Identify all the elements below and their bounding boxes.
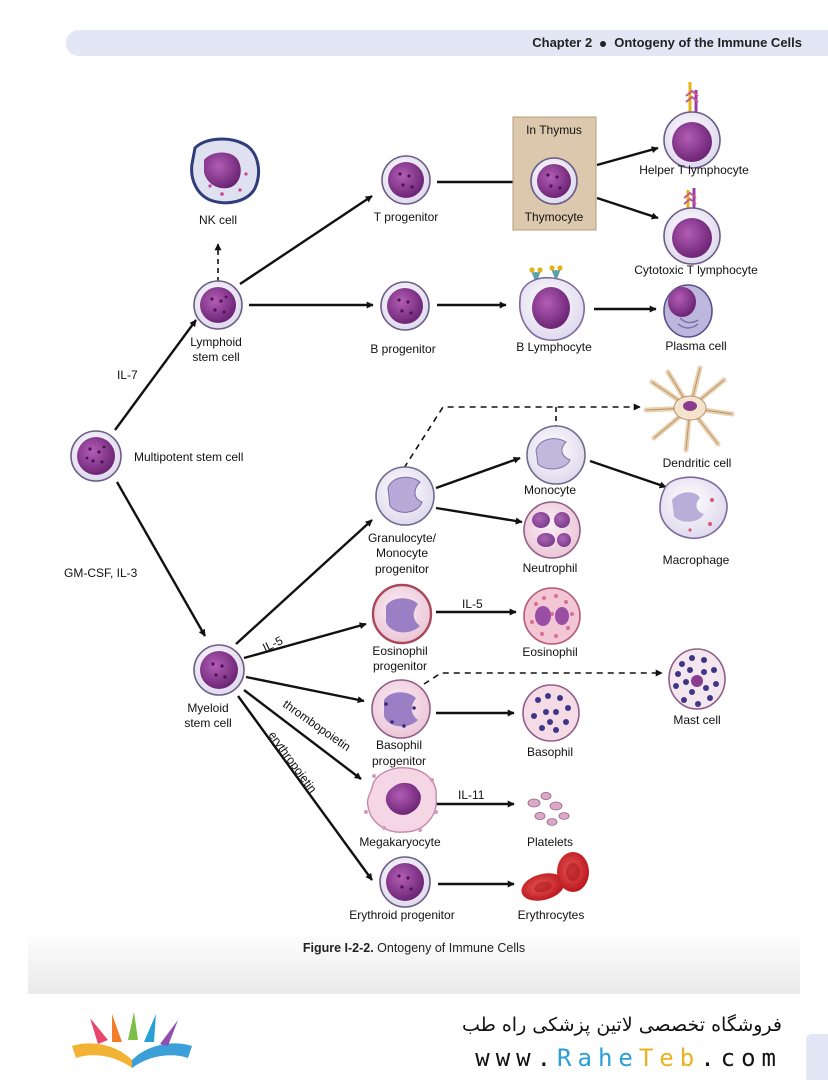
mast-cell-icon <box>668 648 726 710</box>
arrow-monocyte-to-macrophage <box>589 459 667 489</box>
platelets-icon <box>527 792 570 826</box>
myeloid-stem-cell-icon <box>193 644 245 696</box>
nk-cell-label: NK cell <box>199 213 237 227</box>
arrow-gm-to-monocyte <box>435 456 521 490</box>
book-logo-icon <box>72 1012 192 1068</box>
eosinophil-label: Eosinophil <box>522 645 577 659</box>
cytotoxic-t-label: Cytotoxic T lymphocyte <box>634 263 758 277</box>
baso-progenitor-label-line1: Basophil <box>376 738 422 752</box>
arrow-thymocyte-to-cytotoxic <box>596 196 659 220</box>
eosinophil-progenitor-icon <box>371 583 433 645</box>
lymphoid-label-line1: Lymphoid <box>190 335 242 349</box>
macrophage-label: Macrophage <box>663 553 730 567</box>
arrow-thymocyte-to-helper <box>596 146 659 167</box>
arrow-myeloid-to-basophil-progenitor <box>245 675 365 704</box>
platelets-label: Platelets <box>527 835 573 849</box>
il5-eosinophil-label: IL-5 <box>462 597 483 611</box>
b-lymphocyte-label: B Lymphocyte <box>516 340 592 354</box>
neutrophil-icon <box>523 501 581 559</box>
arrows <box>114 146 667 888</box>
multipotent-label: Multipotent stem cell <box>134 450 243 464</box>
arrow-myeloid-to-gm <box>235 519 373 645</box>
t-progenitor-icon <box>381 155 431 205</box>
figure-caption: Figure I-2-2. Ontogeny of Immune Cells <box>0 941 828 955</box>
b-progenitor-label: B progenitor <box>370 342 435 356</box>
dendritic-cell-icon <box>643 365 735 453</box>
arrow-lymphoid-to-t-progenitor <box>239 195 373 285</box>
store-url-rahe: Rahe <box>557 1044 639 1072</box>
plasma-cell-icon <box>663 284 713 338</box>
chapter-header: Chapter 2 Ontogeny of the Immune Cells <box>532 35 802 50</box>
store-name: فروشگاه تخصصی لاتین پزشکی راه طب <box>462 1014 782 1036</box>
erythropoietin-label: erythropoietin <box>266 729 320 796</box>
store-url-suffix: .com <box>700 1044 782 1072</box>
arrow-gm-to-neutrophil <box>435 506 523 525</box>
gm-label-line2: Monocyte <box>376 546 428 560</box>
store-url: www.RaheTeb.com <box>475 1044 782 1072</box>
bullet-icon <box>600 40 607 47</box>
in-thymus-label: In Thymus <box>526 123 582 137</box>
plasma-cell-label: Plasma cell <box>665 339 726 353</box>
mast-cell-label: Mast cell <box>673 713 720 727</box>
monocyte-label: Monocyte <box>524 483 576 497</box>
basophil-label: Basophil <box>527 745 573 759</box>
chapter-title: Ontogeny of the Immune Cells <box>614 35 802 50</box>
neutrophil-label: Neutrophil <box>523 561 578 575</box>
lymphoid-label-line2: stem cell <box>192 350 239 364</box>
multipotent-stem-cell-icon <box>70 430 122 482</box>
nk-cell-icon <box>190 137 261 205</box>
il5-myeloid-label: IL-5 <box>260 633 285 655</box>
chapter-header-band: Chapter 2 Ontogeny of the Immune Cells <box>66 30 828 56</box>
arrow-basophil-progenitor-to-mast <box>423 669 663 685</box>
arrow-multipotent-to-myeloid <box>115 481 207 637</box>
myeloid-label-line1: Myeloid <box>187 701 228 715</box>
baso-progenitor-label-line2: progenitor <box>372 754 426 768</box>
il11-label: IL-11 <box>458 788 485 802</box>
figure-number: Figure I-2-2. <box>302 941 374 955</box>
lymphoid-stem-cell-icon <box>193 280 243 330</box>
erythrocytes-icon <box>521 852 589 901</box>
store-url-teb: Teb <box>638 1044 701 1072</box>
cells <box>70 82 735 908</box>
b-lymphocyte-icon <box>519 265 585 341</box>
monocyte-icon <box>526 425 586 485</box>
gm-label-line3: progenitor <box>375 562 429 576</box>
erythrocytes-label: Erythrocytes <box>518 908 585 922</box>
thymocyte-label: Thymocyte <box>525 210 584 224</box>
il7-label: IL-7 <box>117 368 138 382</box>
basophil-progenitor-icon <box>371 679 431 739</box>
arrow-myeloid-to-megakaryocyte <box>243 689 362 780</box>
arrow-multipotent-to-lymphoid <box>114 319 197 431</box>
store-url-prefix: www. <box>475 1044 558 1072</box>
arrow-myeloid-to-erythroid <box>237 695 373 881</box>
gm-label-line1: Granulocyte/ <box>368 531 437 545</box>
b-progenitor-icon <box>380 281 430 331</box>
granulocyte-monocyte-progenitor-icon <box>375 466 435 526</box>
helper-t-lymphocyte-icon <box>663 82 721 169</box>
erythroid-progenitor-icon <box>379 856 431 908</box>
figure-caption-text: Ontogeny of Immune Cells <box>373 941 526 955</box>
gmcsf-label: GM-CSF, IL-3 <box>64 566 138 580</box>
basophil-icon <box>522 684 580 742</box>
thymocyte-icon <box>530 157 578 205</box>
caption-shade <box>28 930 800 994</box>
erythroid-label: Erythroid progenitor <box>349 908 454 922</box>
t-progenitor-label: T progenitor <box>374 210 438 224</box>
dendritic-label: Dendritic cell <box>663 456 732 470</box>
macrophage-icon <box>659 476 728 539</box>
helper-t-label: Helper T lymphocyte <box>639 163 749 177</box>
page-corner-tab <box>806 1034 828 1080</box>
eos-progenitor-label-line1: Eosinophil <box>372 644 427 658</box>
cytotoxic-t-lymphocyte-icon <box>663 188 721 265</box>
eosinophil-icon <box>523 587 581 645</box>
myeloid-label-line2: stem cell <box>184 716 231 730</box>
eos-progenitor-label-line2: progenitor <box>373 659 427 673</box>
megakaryocyte-icon <box>364 767 438 833</box>
chapter-number: Chapter 2 <box>532 35 593 50</box>
arrow-gm-to-dendritic <box>403 403 641 469</box>
megakaryocyte-label: Megakaryocyte <box>359 835 441 849</box>
arrow-myeloid-to-eosinophil-progenitor <box>243 622 367 660</box>
